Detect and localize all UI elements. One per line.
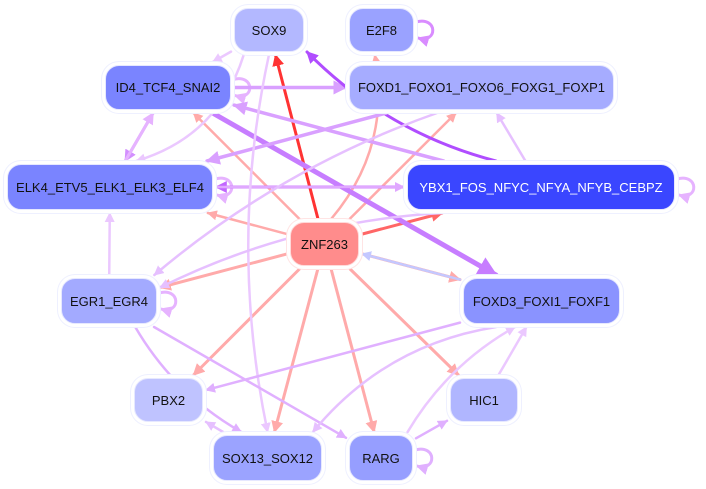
node-sox13-sox12[interactable]: SOX13_SOX12 xyxy=(213,435,322,481)
edge-sox9-to-elk4 xyxy=(135,53,245,164)
edge-foxd3-to-pbx2 xyxy=(204,321,462,393)
node-sox9[interactable]: SOX9 xyxy=(234,8,304,52)
node-foxd1-foxo1-foxo6-foxg1-foxp1[interactable]: FOXD1_FOXO1_FOXO6_FOXG1_FOXP1 xyxy=(349,65,614,110)
edge-ybx1-to-ybx1 xyxy=(675,176,696,204)
edge-foxd3-to-znf263 xyxy=(360,251,462,281)
node-e2f8[interactable]: E2F8 xyxy=(349,8,414,52)
edge-sox9-to-sox13_sox12 xyxy=(247,53,271,434)
node-znf263[interactable]: ZNF263 xyxy=(290,222,359,266)
node-pbx2[interactable]: PBX2 xyxy=(134,378,203,422)
node-egr1-egr4[interactable]: EGR1_EGR4 xyxy=(61,278,157,324)
edge-sox13_sox12-to-pbx2 xyxy=(204,420,225,434)
edge-znf263-to-egr1_egr4 xyxy=(158,252,289,291)
node-elk4-etv5-elk1-elk3-elf4[interactable]: ELK4_ETV5_ELK1_ELK3_ELF4 xyxy=(7,164,213,210)
edge-elk4-to-id4_tcf4_snai2 xyxy=(123,111,155,163)
edge-ybx1-to-id4_tcf4_snai2 xyxy=(232,101,446,163)
node-rarg[interactable]: RARG xyxy=(349,435,413,481)
edge-e2f8-to-e2f8 xyxy=(414,19,435,47)
edge-egr1_egr4-to-egr1_egr4 xyxy=(157,290,178,318)
edge-ybx1-to-foxd1 xyxy=(495,111,527,163)
edge-znf263-to-hic1 xyxy=(348,267,460,377)
edge-rarg-to-hic1 xyxy=(414,419,449,440)
edge-foxd1-to-elk4 xyxy=(205,111,389,165)
edge-foxd1-to-egr1_egr4 xyxy=(153,111,439,277)
edge-egr1_egr4-to-rarg xyxy=(152,325,348,440)
edge-sox9-to-id4_tcf4_snai2 xyxy=(211,50,233,64)
edge-znf263-to-sox13_sox12 xyxy=(271,267,320,434)
edge-rarg-to-foxd3 xyxy=(406,325,517,434)
node-ybx1-fos-nfyc-nfya-nfyb-cebpz[interactable]: YBX1_FOS_NFYC_NFYA_NFYB_CEBPZ xyxy=(407,164,675,210)
node-id4-tcf4-snai2[interactable]: ID4_TCF4_SNAI2 xyxy=(105,65,231,110)
edges-layer xyxy=(104,19,696,475)
edge-rarg-to-rarg xyxy=(413,447,434,475)
edge-hic1-to-foxd3 xyxy=(497,325,528,377)
edge-ybx1-to-sox9 xyxy=(305,50,498,163)
edge-znf263-to-id4_tcf4_snai2 xyxy=(192,111,301,221)
node-hic1[interactable]: HIC1 xyxy=(450,378,518,422)
edge-egr1_egr4-to-elk4 xyxy=(104,211,115,277)
edge-foxd3-to-sox13_sox12 xyxy=(311,325,498,434)
edge-znf263-to-pbx2 xyxy=(192,267,301,377)
node-foxd3-foxi1-foxf1[interactable]: FOXD3_FOXI1_FOXF1 xyxy=(463,278,620,324)
edge-id4_tcf4_snai2-to-foxd3 xyxy=(210,110,499,278)
